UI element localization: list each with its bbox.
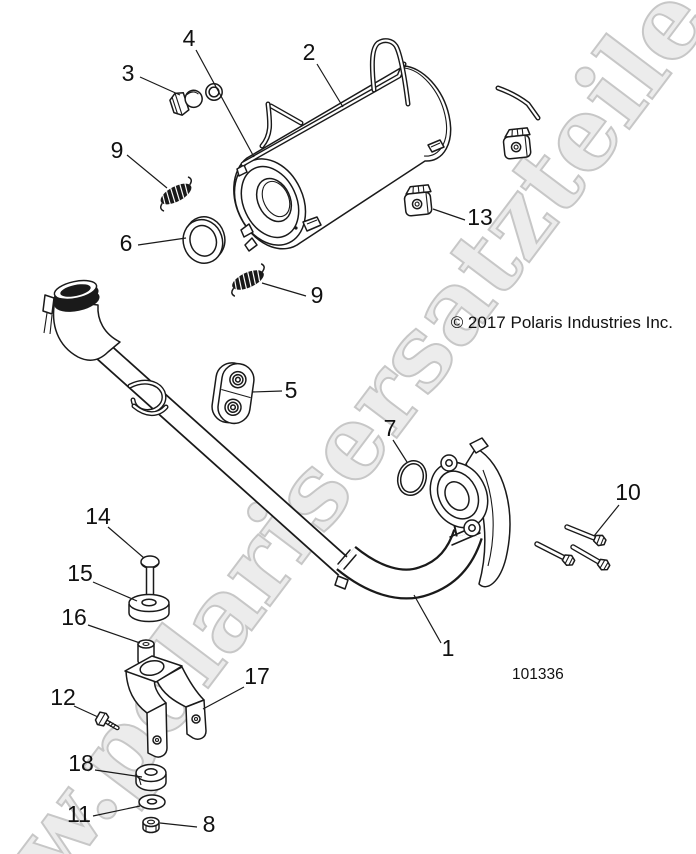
hanger-wire-right — [369, 38, 411, 107]
callout-1: 1 — [442, 635, 455, 661]
flange-bolt — [534, 541, 576, 566]
outlet-flange — [429, 454, 489, 537]
leader-9a — [126, 154, 168, 189]
callout-11: 11 — [67, 801, 91, 827]
hanger-wire-left — [259, 101, 304, 149]
leader-3 — [139, 76, 181, 96]
pipe-hook — [127, 379, 169, 417]
leader-6 — [137, 237, 187, 246]
leader-8 — [159, 822, 198, 828]
hanger-wire-short — [495, 85, 541, 121]
callout-8: 8 — [203, 811, 216, 837]
callout-labels: 1 2 3 4 5 6 7 8 9 9 10 11 12 13 14 15 16… — [50, 25, 641, 837]
nut — [142, 816, 160, 834]
leader-17 — [202, 686, 245, 710]
callout-12: 12 — [50, 684, 76, 710]
leader-5 — [251, 390, 283, 393]
callout-6: 6 — [120, 230, 133, 256]
pipe-inlet-elbow — [42, 279, 121, 361]
bushing — [135, 763, 167, 792]
leader-2 — [316, 63, 344, 108]
leader-1 — [413, 594, 442, 644]
leader-13 — [432, 208, 466, 221]
callout-5: 5 — [285, 377, 298, 403]
callout-9-upper: 9 — [111, 137, 124, 163]
callout-14: 14 — [85, 503, 111, 529]
callout-4: 4 — [183, 25, 196, 51]
leader-lines — [73, 49, 620, 828]
flange-bolt — [570, 544, 611, 571]
callout-9-lower: 9 — [311, 282, 324, 308]
leader-14 — [107, 526, 145, 559]
leader-7 — [392, 439, 408, 463]
exhaust-seal — [182, 216, 226, 264]
callout-2: 2 — [303, 39, 316, 65]
face-clip — [236, 164, 248, 177]
callout-17: 17 — [244, 663, 270, 689]
callout-13: 13 — [467, 204, 493, 230]
callout-16: 16 — [61, 604, 87, 630]
flange-bolt — [564, 524, 607, 547]
leader-15 — [92, 581, 138, 602]
copyright-text: © 2017 Polaris Industries Inc. — [451, 313, 673, 332]
face-clip — [244, 237, 258, 252]
drain-plug — [169, 89, 203, 116]
bracket-screw — [94, 711, 120, 731]
exhaust-mount — [211, 362, 255, 425]
leader-9b — [261, 282, 307, 297]
muffler — [233, 38, 541, 252]
leader-12 — [73, 705, 99, 718]
callout-3: 3 — [122, 60, 135, 86]
flat-washer — [138, 794, 166, 810]
callout-7: 7 — [384, 415, 397, 441]
leader-18 — [94, 769, 143, 778]
damper-left — [403, 184, 433, 217]
callout-15: 15 — [67, 560, 93, 586]
plug-oring — [205, 83, 223, 101]
leader-11 — [92, 805, 141, 817]
rubber-mount — [128, 593, 170, 623]
callout-18: 18 — [68, 750, 94, 776]
head-pipe — [42, 279, 511, 600]
diagram-number: 101336 — [512, 666, 564, 683]
leader-16 — [87, 624, 141, 644]
callout-10: 10 — [615, 479, 641, 505]
clamp-tab — [334, 575, 349, 590]
leader-4 — [195, 49, 255, 158]
exhaust-spring-upper — [159, 176, 193, 212]
exhaust-spring-lower — [231, 263, 265, 297]
support-bracket — [124, 655, 207, 758]
leader-10 — [593, 504, 620, 537]
damper-right — [502, 127, 532, 160]
face-clip — [240, 223, 254, 238]
face-rivet — [294, 226, 298, 230]
exhaust-gasket — [396, 459, 428, 497]
